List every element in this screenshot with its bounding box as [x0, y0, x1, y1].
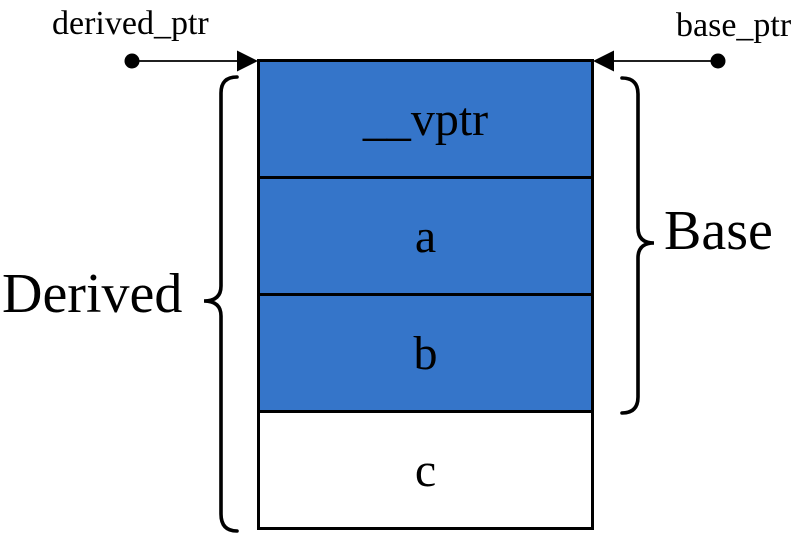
- derived-ptr-arrowhead-icon: [237, 50, 258, 72]
- memory-layout-box: __vptr a b c: [257, 59, 594, 530]
- base-ptr-label: base_ptr: [676, 7, 791, 44]
- base-ptr-dot-icon: [710, 53, 726, 69]
- derived-class-label: Derived: [2, 263, 183, 325]
- base-class-label: Base: [664, 200, 773, 262]
- derived-ptr-dot-icon: [124, 53, 140, 69]
- base-ptr-arrowhead-icon: [593, 50, 614, 72]
- base-brace-icon: [620, 76, 655, 415]
- memory-cell-vptr: __vptr: [260, 62, 591, 176]
- memory-cell-c: c: [260, 410, 591, 527]
- derived-ptr-label: derived_ptr: [52, 5, 209, 42]
- derived-brace-icon: [203, 75, 239, 533]
- memory-cell-b: b: [260, 293, 591, 410]
- memory-cell-a: a: [260, 176, 591, 293]
